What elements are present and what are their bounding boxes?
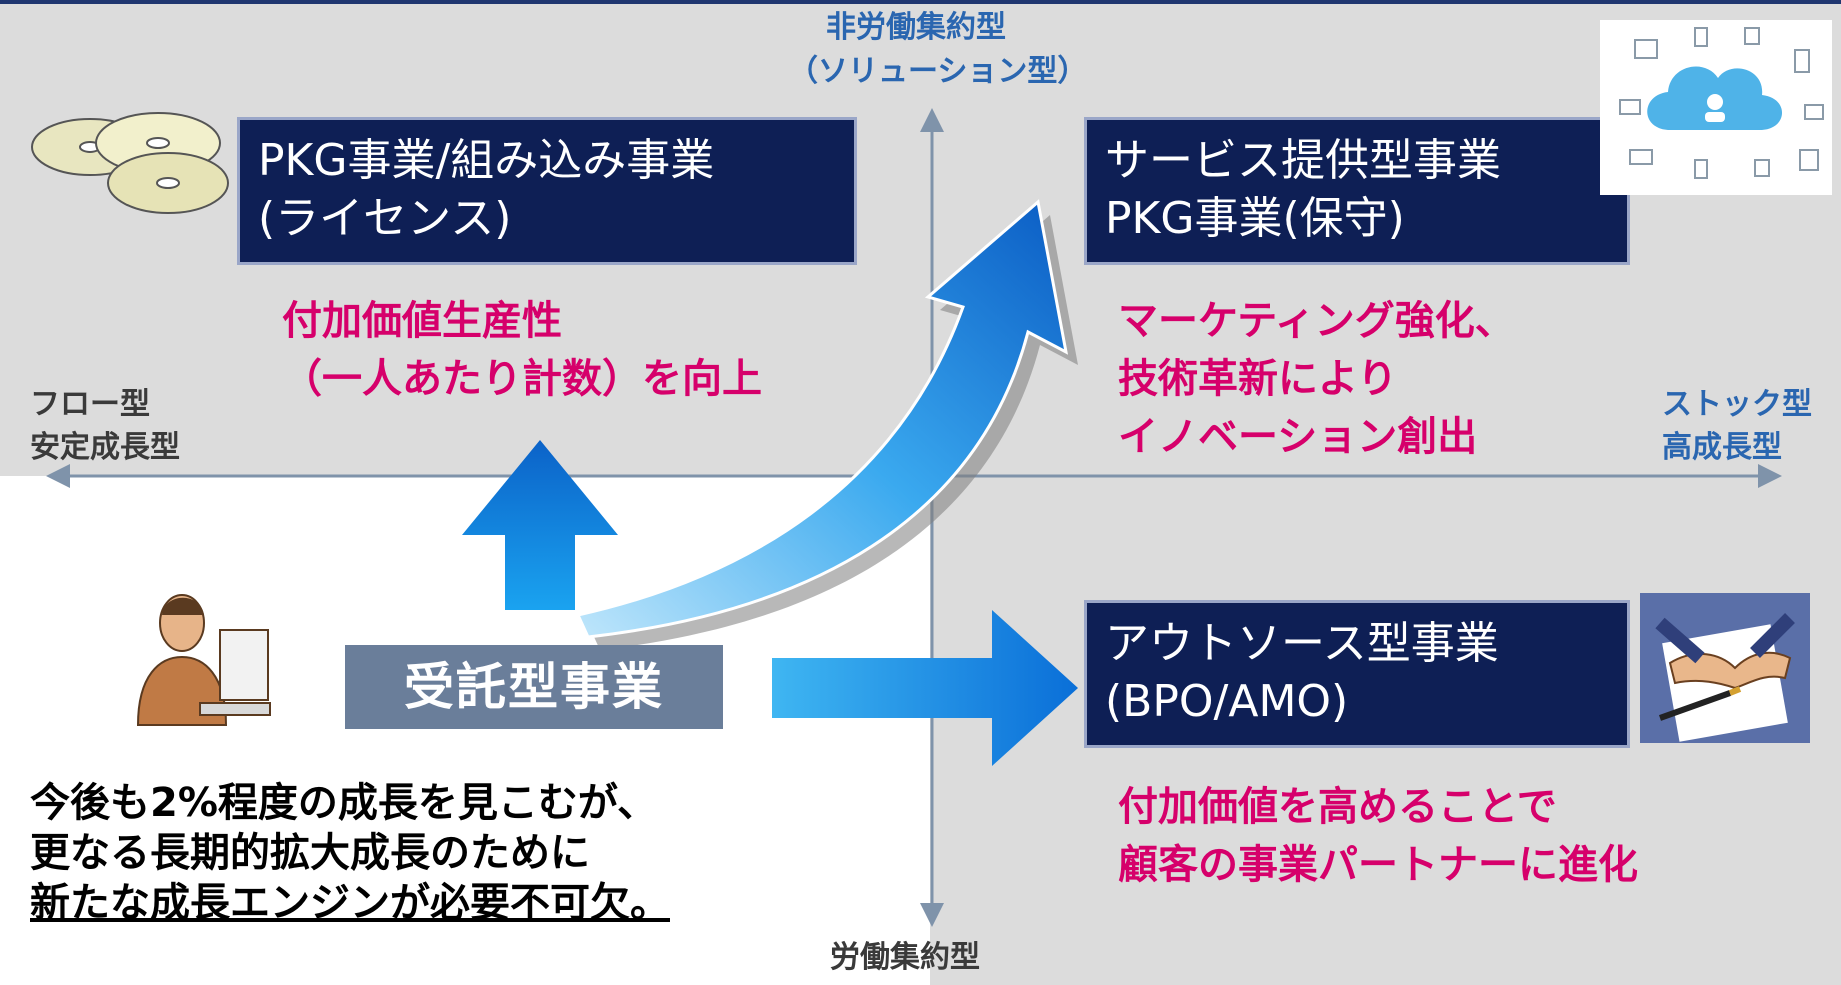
marketing-note: マーケティング強化、 技術革新により イノベーション創出 <box>1118 292 1515 466</box>
service-box-line-2: PKG事業(保守) <box>1105 193 1405 244</box>
top-rule <box>0 0 1841 4</box>
up-arrow <box>462 440 618 610</box>
pkg-business-box: PKG事業/組み込み事業 (ライセンス) <box>237 117 857 265</box>
axis-left-label-2: 安定成長型 <box>30 430 180 465</box>
axis-right-label-2: 高成長型 <box>1662 430 1782 465</box>
productivity-note: 付加価値生産性 （一人あたり計数）を向上 <box>282 292 762 408</box>
outsource-box-line-1: アウトソース型事業 <box>1105 618 1499 669</box>
partner-note: 付加価値を高めることで 顧客の事業パートナーに進化 <box>1118 778 1638 894</box>
marketing-line-1: マーケティング強化、 <box>1118 298 1515 344</box>
pkg-box-line-2: (ライセンス) <box>258 193 512 244</box>
axis-top-label-1: 非労働集約型 <box>826 10 1006 45</box>
office-worker-icon <box>136 594 271 726</box>
productivity-line-2: （一人あたり計数）を向上 <box>282 356 762 402</box>
handshake-contract-icon <box>1640 593 1810 743</box>
partner-line-1: 付加価値を高めることで <box>1118 784 1557 830</box>
marketing-line-3: イノベーション創出 <box>1118 414 1478 460</box>
growth-line-2: 更なる長期的拡大成長のために <box>30 830 590 876</box>
axis-left-label-1: フロー型 <box>30 387 150 422</box>
service-box-line-1: サービス提供型事業 <box>1105 135 1501 186</box>
cd-discs-icon <box>31 112 229 214</box>
axis-right-label-1: ストック型 <box>1662 387 1812 422</box>
curve-arrow <box>575 199 1069 639</box>
marketing-line-2: 技術革新により <box>1118 356 1398 402</box>
service-business-box: サービス提供型事業 PKG事業(保守) <box>1084 117 1630 265</box>
cloud-devices-icon <box>1600 20 1832 195</box>
growth-note: 今後も2%程度の成長を見こむが、 更なる長期的拡大成長のために 新たな成長エンジ… <box>30 778 670 928</box>
partner-line-2: 顧客の事業パートナーに進化 <box>1118 842 1638 888</box>
axis-top-label-2: （ソリューション型） <box>788 54 1088 89</box>
pkg-box-line-1: PKG事業/組み込み事業 <box>258 135 715 186</box>
axis-bottom-label: 労働集約型 <box>830 940 980 975</box>
growth-line-1: 今後も2%程度の成長を見こむが、 <box>30 780 658 826</box>
outsource-business-box: アウトソース型事業 (BPO/AMO) <box>1084 600 1630 748</box>
outsource-box-line-2: (BPO/AMO) <box>1105 676 1349 727</box>
productivity-line-1: 付加価値生産性 <box>282 298 562 344</box>
growth-line-3: 新たな成長エンジンが必要不可欠。 <box>30 880 670 926</box>
contract-business-box: 受託型事業 <box>345 645 723 729</box>
right-arrow <box>772 610 1078 766</box>
